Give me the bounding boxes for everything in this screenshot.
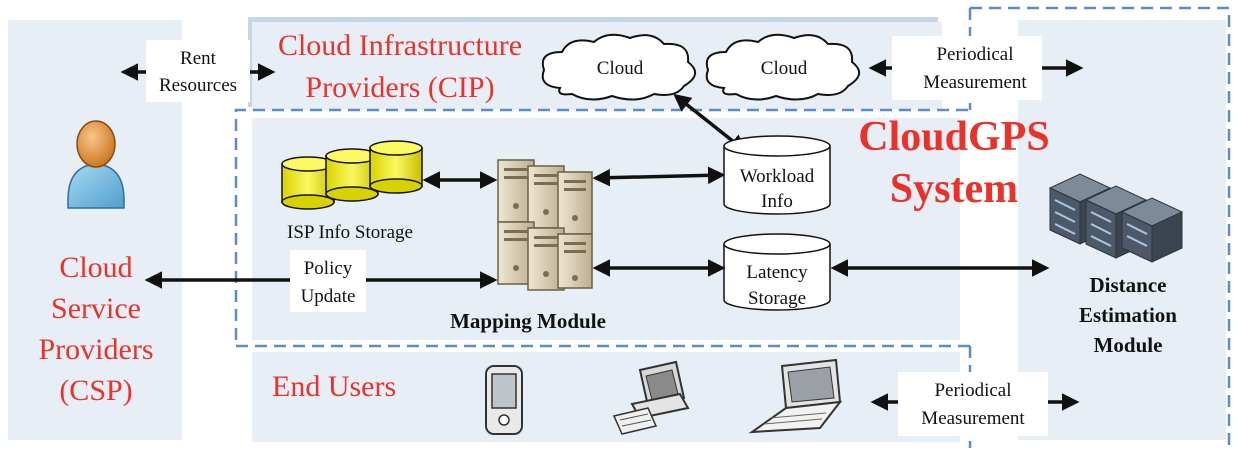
rent-resources-label-line1: Rent: [180, 48, 217, 69]
system-title-line1: CloudGPS: [858, 114, 1049, 160]
isp-storage-icon: [281, 140, 423, 210]
latency-storage-label-line1: Latency: [746, 262, 808, 283]
csp-label-line3: Providers: [39, 333, 154, 366]
end-users-label: End Users: [272, 370, 396, 403]
distance-dashed-border: [970, 6, 1231, 448]
desktop-computer-icon: [612, 360, 690, 435]
mapping-server-icon: [497, 159, 593, 291]
cloud-label-1: Cloud: [597, 58, 644, 79]
laptop-icon: [748, 358, 843, 434]
periodical-bottom-label-bg: [898, 372, 1048, 436]
distance-label-line3: Module: [1094, 333, 1163, 357]
rent-resources-label-bg: [146, 40, 250, 102]
user-person-icon: [67, 120, 125, 209]
cloud-icon: Cloud: [541, 33, 696, 101]
csp-label-line2: Service: [51, 292, 141, 325]
cloudgps-dashed-border: [234, 108, 970, 340]
periodical-top-label-line2: Measurement: [923, 72, 1027, 93]
distance-label-line2: Estimation: [1079, 303, 1177, 327]
periodical-top-label-bg: [892, 36, 1042, 100]
csp-label-line4: (CSP): [59, 374, 132, 407]
latency-storage-cylinder: [723, 233, 831, 311]
mapping-module-label: Mapping Module: [450, 309, 606, 333]
periodical-top-label-line1: Periodical: [936, 44, 1013, 65]
periodical-bottom-label-line1: Periodical: [934, 380, 1011, 401]
distance-label-line1: Distance: [1090, 273, 1167, 297]
csp-label-line1: Cloud: [59, 251, 132, 284]
system-title-line2: System: [890, 166, 1018, 212]
workload-info-label-line2: Info: [761, 191, 793, 212]
rent-resources-label-line2: Resources: [159, 75, 237, 96]
policy-update-label-bg: [290, 250, 366, 312]
periodical-bottom-label-line2: Measurement: [921, 408, 1025, 429]
workload-info-label-line1: Workload: [740, 166, 815, 187]
pda-icon: [485, 365, 523, 435]
isp-storage-label: ISP Info Storage: [287, 222, 413, 243]
workload-info-cylinder: [723, 135, 831, 215]
policy-update-label-line2: Update: [301, 286, 356, 307]
cloud-label-2: Cloud: [761, 58, 808, 79]
end-users-panel: [252, 352, 960, 442]
cip-label-line2: Providers (CIP): [305, 71, 494, 104]
cip-label-line1: Cloud Infrastructure: [278, 29, 522, 62]
mapping-workload-arrow: [592, 166, 726, 187]
cloud-icon: Cloud: [705, 33, 860, 101]
policy-update-label-line1: Policy: [304, 258, 353, 279]
server-rack-icon: [1048, 173, 1184, 263]
latency-storage-label-line2: Storage: [748, 288, 806, 309]
